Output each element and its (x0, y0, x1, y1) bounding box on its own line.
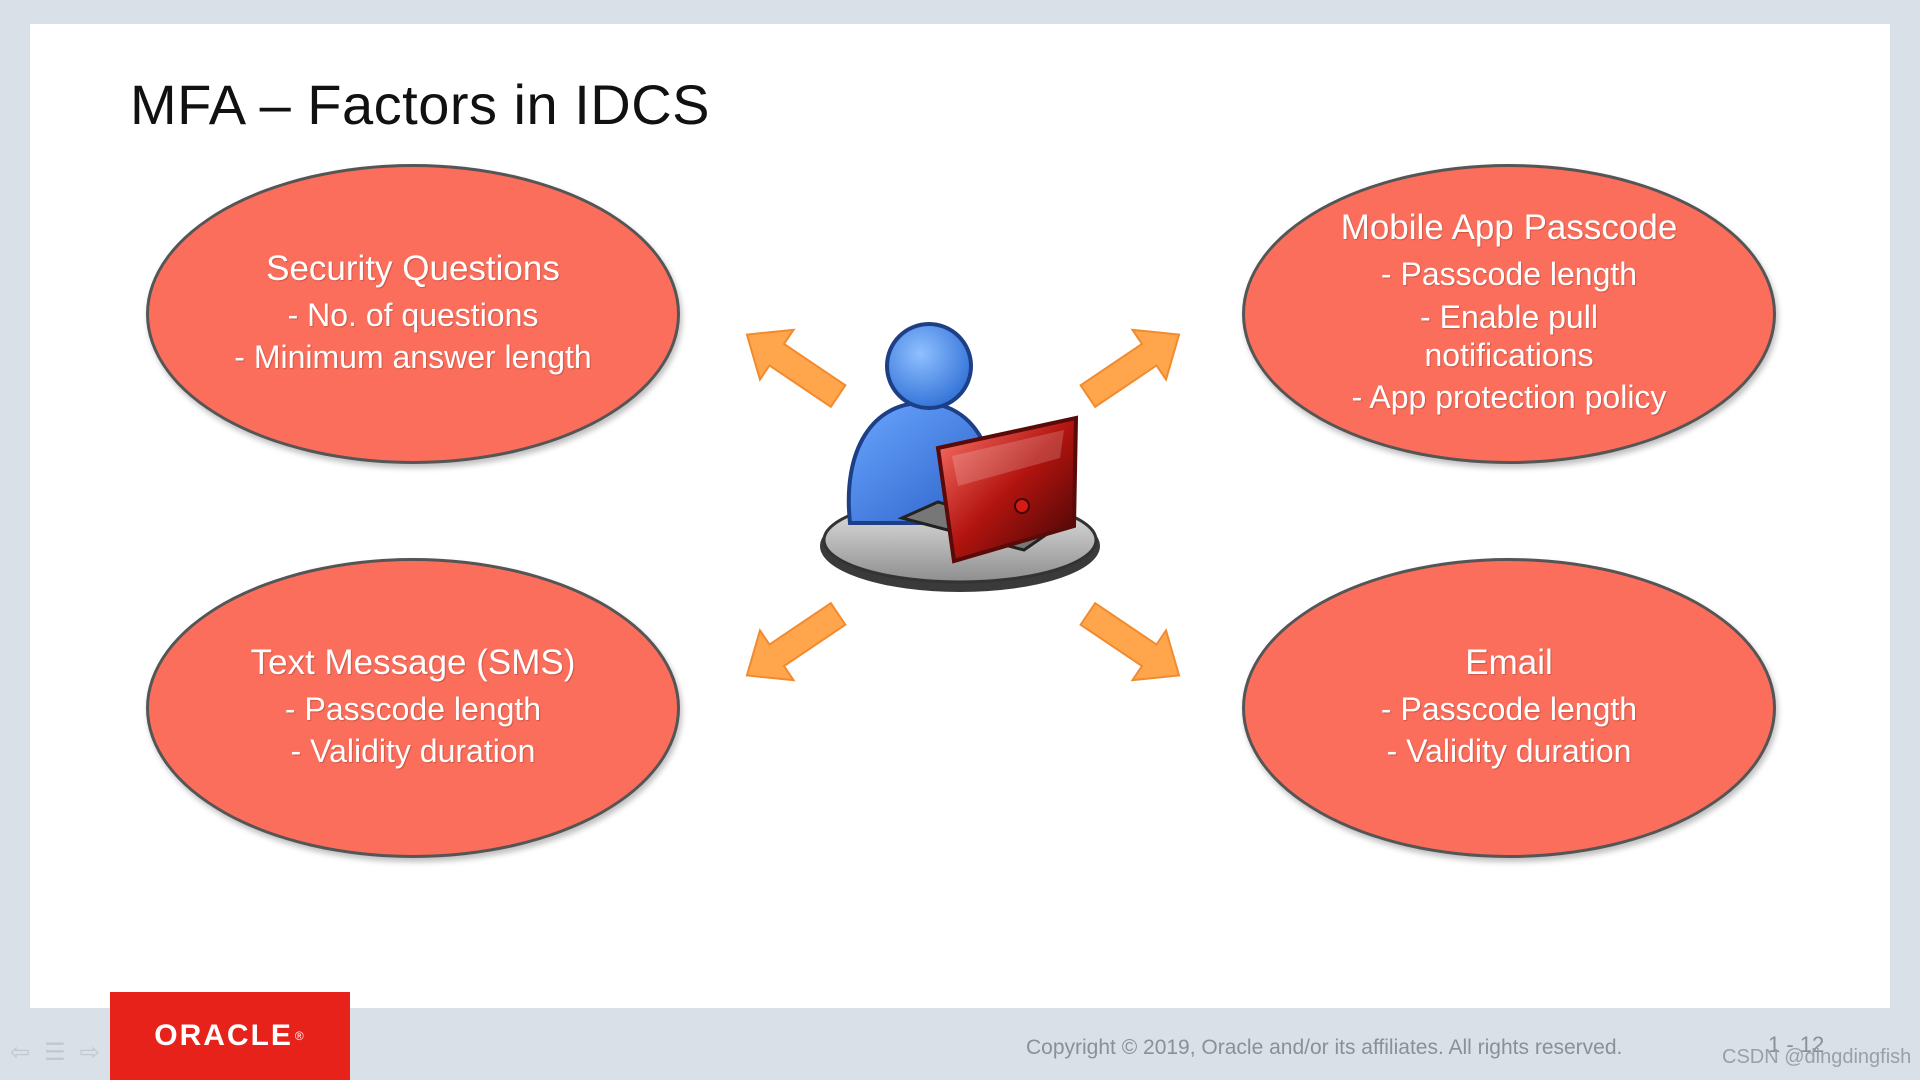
mobile-app-line-3: - App protection policy (1351, 379, 1667, 416)
oracle-logo-mark: ® (294, 1029, 306, 1043)
sms-ellipse: Text Message (SMS) - Passcode length - V… (146, 558, 680, 858)
back-arrow-icon[interactable]: ⇦ (10, 1039, 31, 1066)
arrow-icon (1079, 328, 1181, 409)
copyright-text: Copyright © 2019, Oracle and/or its affi… (1026, 1036, 1623, 1059)
mobile-app-line-2: - Enable pull notifications (1420, 298, 1598, 373)
arrow-icon (745, 601, 847, 682)
watermark: CSDN @dingdingfish (1722, 1046, 1912, 1068)
slide-nav: ⇦ ☰ ⇨ (10, 1038, 100, 1067)
oracle-logo: ORACLE® (110, 992, 350, 1080)
sms-line-1: - Passcode length (284, 690, 542, 727)
mobile-app-line-1: - Passcode length (1380, 256, 1638, 293)
email-ellipse: Email - Passcode length - Validity durat… (1242, 558, 1776, 858)
email-heading: Email (1465, 642, 1553, 682)
oracle-logo-text: ORACLE (154, 1019, 293, 1052)
security-questions-line-1: - No. of questions (287, 296, 539, 333)
sms-heading: Text Message (SMS) (250, 642, 576, 682)
mobile-app-passcode-ellipse: Mobile App Passcode - Passcode length - … (1242, 164, 1776, 464)
sms-line-2: - Validity duration (290, 733, 536, 769)
user-laptop-icon (820, 322, 1100, 592)
page-number: 1 - 12 (1768, 1032, 1825, 1057)
arrow-icon (1079, 601, 1181, 682)
forward-arrow-icon[interactable]: ⇨ (79, 1039, 100, 1066)
security-questions-line-2: - Minimum answer length (234, 339, 592, 375)
menu-icon[interactable]: ☰ (44, 1039, 66, 1066)
security-questions-ellipse: Security Questions - No. of questions - … (146, 164, 680, 464)
email-line-1: - Passcode length (1380, 690, 1638, 727)
mobile-app-heading: Mobile App Passcode (1340, 208, 1678, 248)
slide-title: MFA – Factors in IDCS (130, 73, 710, 136)
security-questions-heading: Security Questions (266, 248, 560, 288)
arrow-icon (745, 328, 847, 409)
email-line-2: - Validity duration (1386, 733, 1632, 769)
